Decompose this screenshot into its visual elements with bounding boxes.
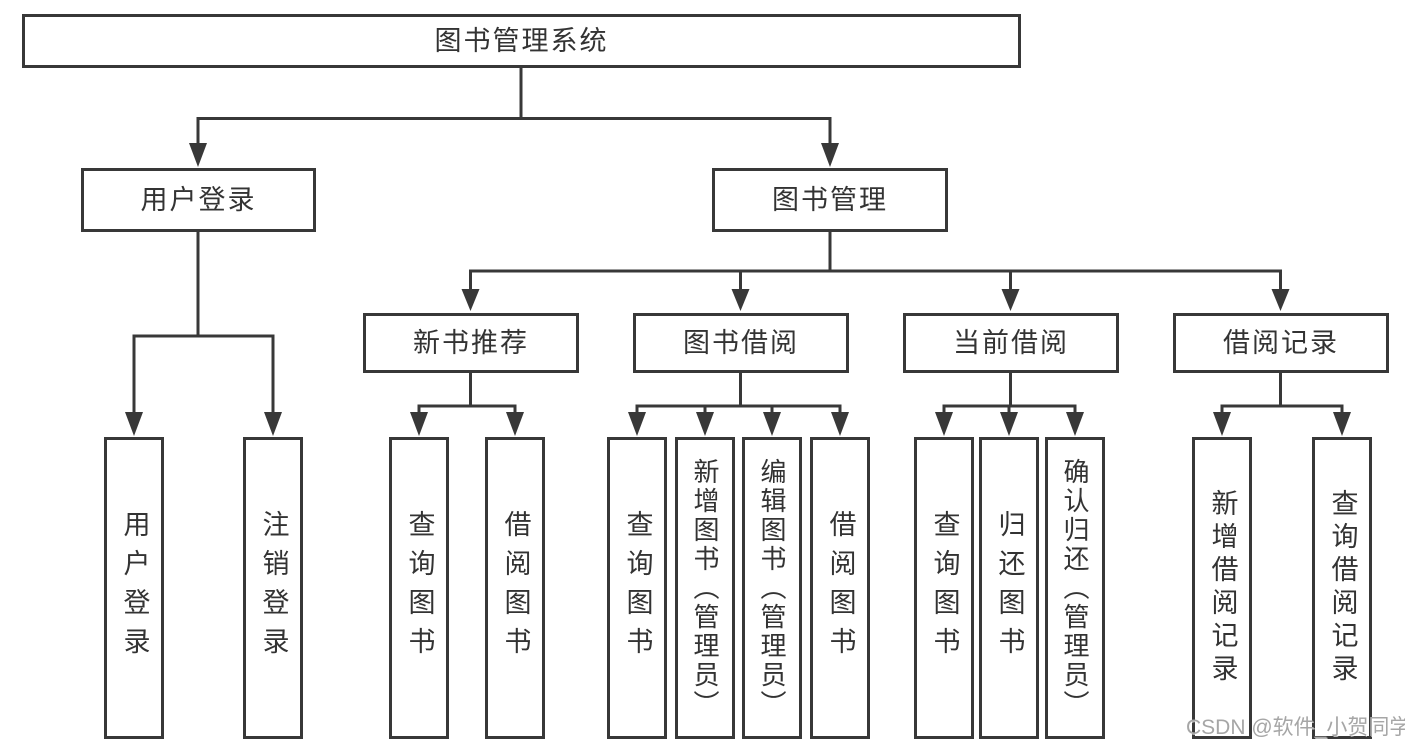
node-borrowing-label: 图书借阅	[683, 327, 799, 358]
node-root: 图书管理系统	[22, 14, 1021, 68]
leaf-borrowing-query-label: 查询图书	[622, 510, 653, 666]
connector-root-to-level2	[189, 66, 839, 167]
node-borrowing: 图书借阅	[633, 313, 849, 373]
leaf-records-query: 查询借阅记录	[1312, 437, 1372, 739]
leaf-borrowing-add-label: 新增图书（管理员）	[690, 457, 720, 719]
leaf-borrowing-borrow: 借阅图书	[810, 437, 870, 739]
leaf-borrowing-edit: 编辑图书（管理员）	[742, 437, 802, 739]
node-current-borrow-label: 当前借阅	[953, 327, 1069, 358]
connector-records-to-leaves	[1213, 371, 1351, 436]
leaf-user-login-label: 用户登录	[119, 510, 150, 666]
connector-borrowing-to-leaves	[628, 371, 849, 436]
node-borrow-records-label: 借阅记录	[1223, 327, 1339, 358]
leaf-logout: 注销登录	[243, 437, 303, 739]
leaf-current-confirm: 确认归还（管理员）	[1045, 437, 1105, 739]
leaf-new-books-borrow: 借阅图书	[485, 437, 545, 739]
leaf-new-books-borrow-label: 借阅图书	[500, 510, 531, 666]
watermark: CSDN @软件_小贺同学	[1186, 716, 1405, 739]
connector-new-books-to-leaves	[410, 371, 524, 436]
connector-book-mgmt-to-level3	[461, 229, 1290, 311]
leaf-records-query-label: 查询借阅记录	[1327, 489, 1358, 687]
node-user-login: 用户登录	[81, 168, 316, 232]
node-current-borrow: 当前借阅	[903, 313, 1119, 373]
node-new-books-label: 新书推荐	[413, 327, 529, 358]
node-book-mgmt-label: 图书管理	[772, 184, 888, 215]
leaf-borrowing-edit-label: 编辑图书（管理员）	[757, 457, 787, 719]
leaf-borrowing-borrow-label: 借阅图书	[825, 510, 856, 666]
leaf-records-add-label: 新增借阅记录	[1207, 489, 1238, 687]
leaf-current-return-label: 归还图书	[994, 510, 1025, 666]
leaf-current-confirm-label: 确认归还（管理员）	[1060, 457, 1090, 719]
leaf-current-return: 归还图书	[979, 437, 1039, 739]
connector-current-to-leaves	[935, 371, 1084, 436]
node-book-mgmt: 图书管理	[712, 168, 948, 232]
leaf-logout-label: 注销登录	[258, 510, 289, 666]
node-root-label: 图书管理系统	[434, 25, 609, 56]
node-new-books: 新书推荐	[363, 313, 579, 373]
connector-user-login-to-leaves	[125, 229, 282, 436]
leaf-borrowing-add: 新增图书（管理员）	[675, 437, 735, 739]
leaf-records-add: 新增借阅记录	[1192, 437, 1252, 739]
leaf-user-login: 用户登录	[104, 437, 164, 739]
leaf-borrowing-query: 查询图书	[607, 437, 667, 739]
node-user-login-label: 用户登录	[140, 184, 257, 215]
node-borrow-records: 借阅记录	[1173, 313, 1389, 373]
leaf-new-books-query-label: 查询图书	[404, 510, 435, 666]
leaf-current-query-label: 查询图书	[929, 510, 960, 666]
leaf-current-query: 查询图书	[914, 437, 974, 739]
leaf-new-books-query: 查询图书	[389, 437, 449, 739]
